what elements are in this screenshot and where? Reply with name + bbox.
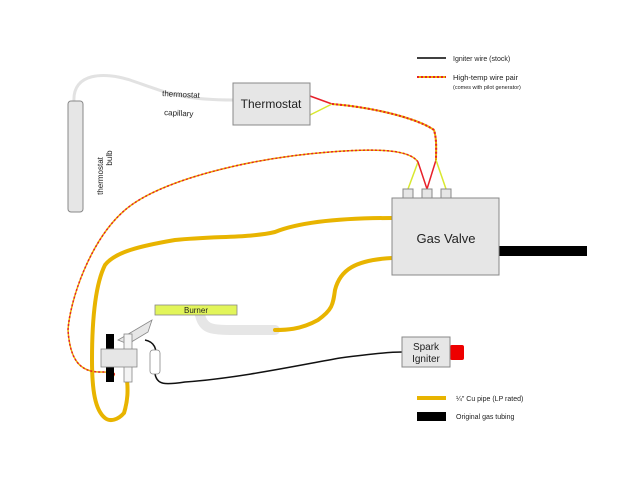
valve-wire-yellow-left	[407, 161, 419, 190]
cu-pipe-lower	[273, 256, 394, 332]
bulb-label-2: bulb	[105, 150, 114, 166]
igniter-tip	[450, 345, 464, 360]
thermostat-bulb	[67, 100, 84, 213]
legend-orig-tubing-label: Original gas tubing	[456, 414, 514, 421]
valve-wire-red-right	[426, 159, 437, 190]
thermostat-wire-red	[309, 95, 333, 105]
wire-pair-thermostat-to-valve-dash	[331, 103, 438, 161]
pilot-bracket	[100, 348, 138, 368]
gas-valve-box	[391, 197, 500, 276]
wire-pair-generator-to-valve	[67, 149, 419, 381]
valve-wire-red-left	[417, 161, 428, 190]
burner-box	[154, 304, 238, 316]
thermostat-box	[232, 82, 311, 126]
legend-orig-tubing-swatch	[417, 412, 446, 421]
thermocouple-black-top	[106, 334, 114, 349]
valve-wire-yellow-right	[435, 159, 447, 190]
gas-valve-label: Gas Valve	[416, 231, 475, 246]
legend-high-temp-label: High-temp wire pair	[453, 73, 519, 82]
igniter-electrode	[149, 349, 161, 375]
spark-igniter-label-1: Spark	[413, 342, 440, 353]
cu-pipe-upper	[89, 216, 394, 423]
burner-feed-tube	[195, 310, 280, 335]
spark-igniter-box	[401, 336, 451, 368]
wire-pair-generator-to-valve-dash	[67, 149, 419, 381]
legend-cu-pipe-label: ¼" Cu pipe (LP rated)	[456, 396, 523, 403]
legend: Igniter wire (stock) High-temp wire pair…	[417, 56, 523, 421]
legend-igniter-wire-label: Igniter wire (stock)	[453, 56, 510, 63]
capillary-label-2: capillary	[164, 108, 194, 119]
original-gas-tubing	[499, 246, 587, 256]
bulb-label-1: thermostat	[96, 156, 105, 195]
legend-high-temp-note: (comes with pilot generator)	[453, 85, 521, 91]
thermostat-wire-yellow	[309, 103, 333, 116]
burner-label: Burner	[184, 306, 208, 315]
capillary-label-1: thermostat	[162, 89, 201, 100]
valve-terminal-1	[402, 188, 414, 199]
thermostat-capillary	[72, 74, 234, 103]
spark-igniter-label-2: Igniter	[412, 354, 440, 365]
thermostat-label: Thermostat	[241, 97, 302, 111]
thermocouple-black-bottom	[106, 367, 114, 382]
valve-terminal-3	[440, 188, 452, 199]
valve-terminal-2	[421, 188, 433, 199]
igniter-wire	[144, 339, 403, 385]
